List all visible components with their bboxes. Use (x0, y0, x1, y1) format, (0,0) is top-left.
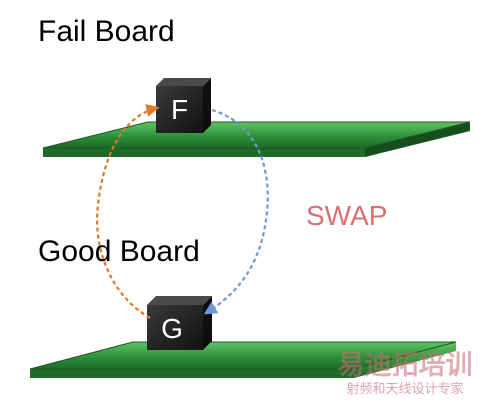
blue-swap-arrow (203, 108, 269, 315)
good-board (29, 341, 457, 378)
orange-swap-arrow (96, 103, 160, 319)
good-chip-letter: G (161, 313, 183, 344)
swap-label: SWAP (306, 200, 387, 231)
good-board-label: Good Board (38, 235, 200, 268)
watermark: 易迪拓培训 射频和天线设计专家 (338, 350, 473, 397)
watermark-logo: 易迪拓培训 (338, 350, 473, 381)
fail-board-label: Fail Board (38, 15, 175, 48)
good-chip: G (147, 296, 212, 350)
fail-chip: F (156, 78, 211, 133)
fail-board (42, 121, 471, 157)
fail-chip-letter: F (171, 94, 188, 125)
watermark-tagline: 射频和天线设计专家 (346, 381, 463, 397)
